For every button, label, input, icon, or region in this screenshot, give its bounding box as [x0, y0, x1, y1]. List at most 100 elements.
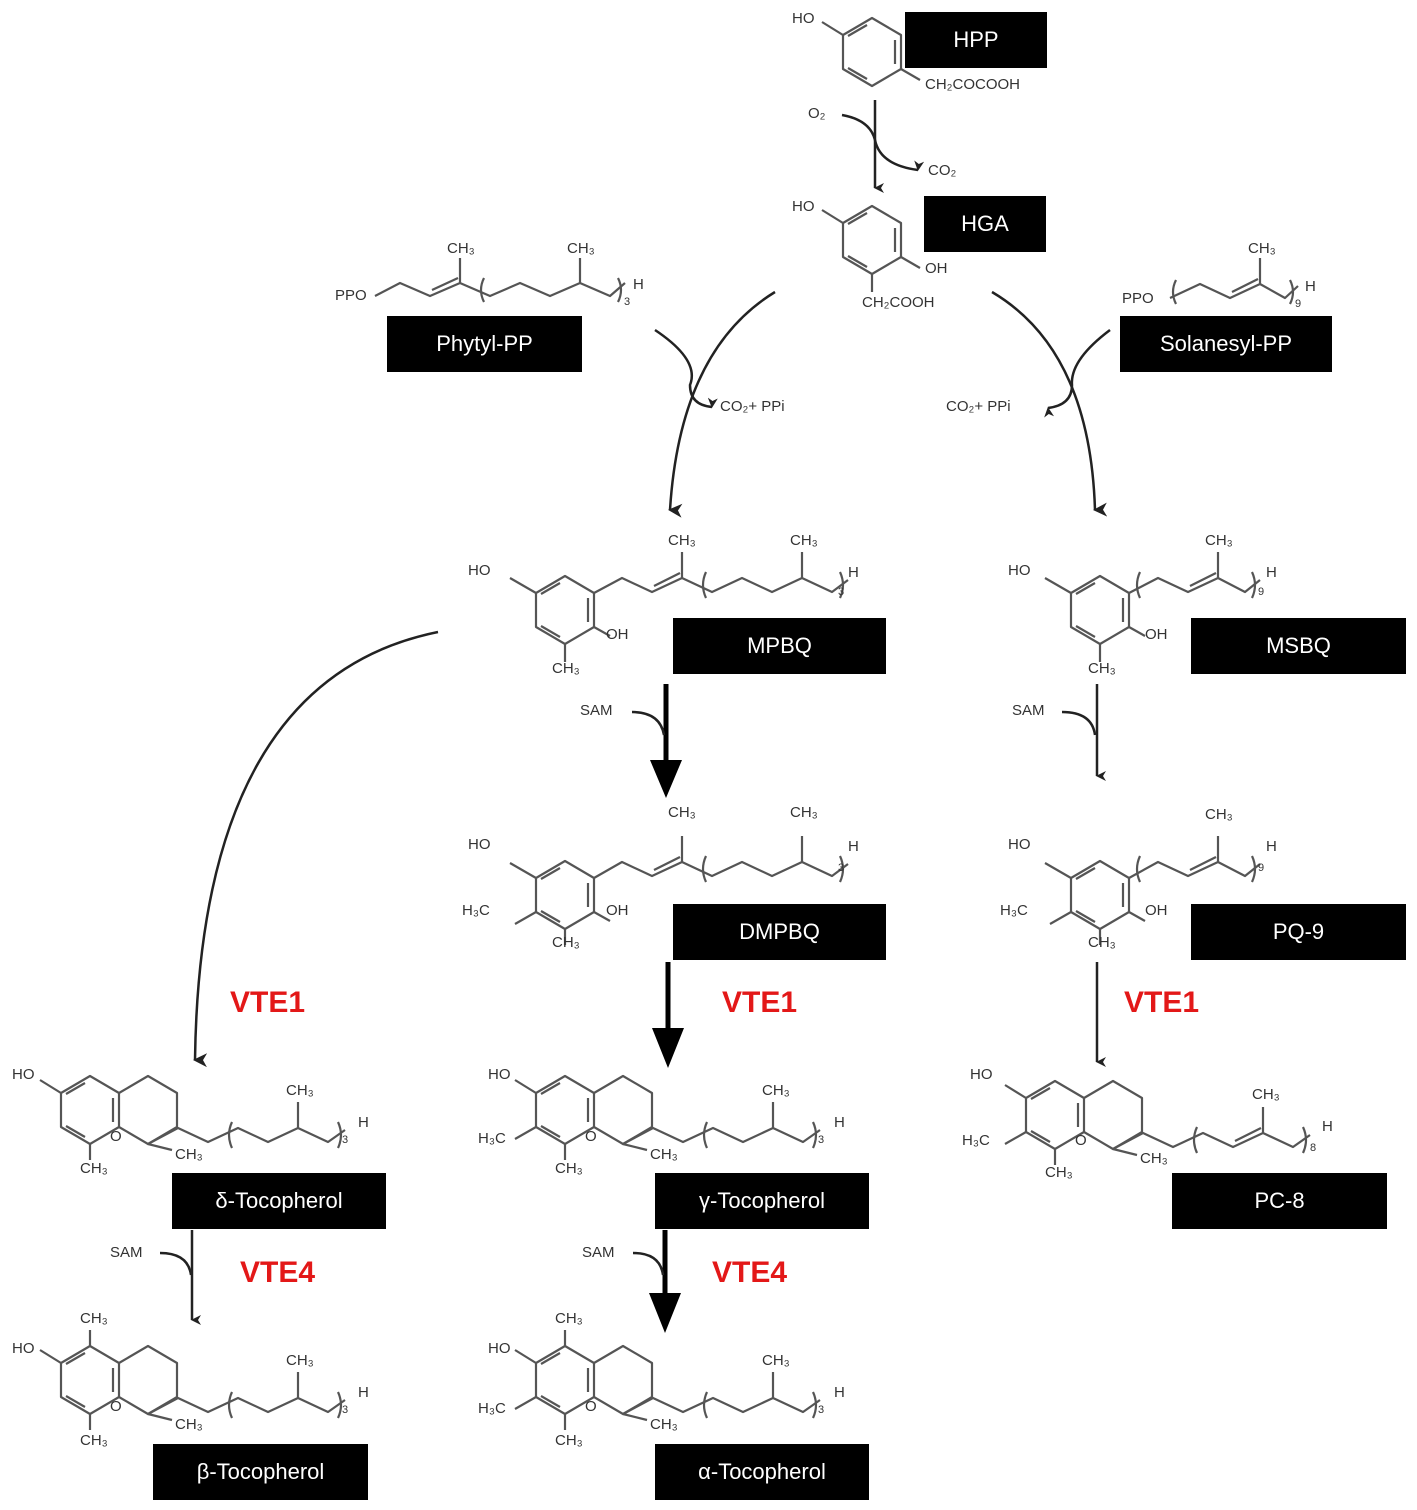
- arrow-hga-msbq: [991, 290, 1108, 517]
- pc8-ch3-c2: CH₃: [1140, 1150, 1168, 1167]
- hpp-ho: HO: [792, 10, 815, 27]
- hpp-sidechain: CH₂COCOOH: [925, 76, 1020, 93]
- alpha-ch3-ring: CH₃: [555, 1432, 583, 1449]
- label-dmpbq: DMPBQ: [673, 904, 886, 960]
- label-gamma-tocopherol: γ-Tocopherol: [655, 1173, 869, 1229]
- msbq-sub: 9: [1258, 586, 1265, 598]
- hga-sidechain: CH₂COOH: [862, 294, 935, 311]
- phytyl-ppo: PPO: [335, 287, 367, 304]
- pc8-structure: [1004, 1081, 1311, 1165]
- cofactor-co2-ppi-left: CO₂+ PPi: [720, 398, 785, 415]
- label-hpp: HPP: [905, 12, 1047, 68]
- pq9-ho: HO: [1008, 836, 1031, 853]
- arrow-hga-mpbq: [668, 290, 776, 518]
- arrow-mpbq-delta: [193, 630, 439, 1068]
- enzyme-vte4-left: VTE4: [240, 1256, 316, 1289]
- gamma-ch3-ring: CH₃: [555, 1160, 583, 1177]
- beta-ch3-ring: CH₃: [80, 1432, 108, 1449]
- arrow-phytyl-in: [654, 328, 718, 409]
- cofactor-sam-left: SAM: [110, 1244, 143, 1261]
- pq9-ch3: CH₃: [1205, 806, 1233, 823]
- enzyme-vte1-right: VTE1: [1124, 986, 1200, 1019]
- arrow-sam-mid2: [632, 1251, 665, 1276]
- pq9-ch3-ring: CH₃: [1088, 934, 1116, 951]
- gamma-h: H: [834, 1114, 845, 1131]
- label-phytyl-pp: Phytyl-PP: [387, 316, 582, 372]
- alpha-o: O: [585, 1398, 597, 1415]
- beta-sub: 3: [342, 1404, 349, 1416]
- arrow-o2-in: [841, 113, 877, 141]
- gamma-ch3-chain: CH₃: [762, 1082, 790, 1099]
- pc8-sub: 8: [1310, 1142, 1317, 1154]
- gamma-tocopherol-structure: [514, 1076, 821, 1160]
- delta-sub: 3: [342, 1134, 349, 1146]
- label-alpha-tocopherol: α-Tocopherol: [655, 1444, 869, 1500]
- pc8-ch3-ring: CH₃: [1045, 1164, 1073, 1181]
- dmpbq-sub: 3: [838, 862, 845, 874]
- beta-o: O: [110, 1398, 122, 1415]
- hpp-structure: [821, 16, 921, 88]
- phytyl-h: H: [633, 276, 644, 293]
- cofactor-o2: O₂: [808, 105, 826, 122]
- msbq-structure: [1044, 552, 1261, 662]
- delta-tocopherol-structure: [39, 1076, 346, 1160]
- label-delta-tocopherol: δ-Tocopherol: [172, 1173, 386, 1229]
- beta-ch3-chain: CH₃: [286, 1352, 314, 1369]
- pc8-h: H: [1322, 1118, 1333, 1135]
- label-beta-tocopherol: β-Tocopherol: [153, 1444, 368, 1500]
- mpbq-ch3-ring: CH₃: [552, 660, 580, 677]
- alpha-ch3-top: CH₃: [555, 1310, 583, 1327]
- cofactor-sam-mid2: SAM: [582, 1244, 615, 1261]
- dmpbq-ho: HO: [468, 836, 491, 853]
- pq9-oh: OH: [1145, 902, 1168, 919]
- solanesyl-pp-structure: [1169, 258, 1299, 305]
- delta-ch3-chain: CH₃: [286, 1082, 314, 1099]
- alpha-ch3-chain: CH₃: [762, 1352, 790, 1369]
- label-solanesyl-pp: Solanesyl-PP: [1120, 316, 1332, 372]
- dmpbq-h3c: H₃C: [462, 902, 490, 919]
- pq9-sub: 9: [1258, 862, 1265, 874]
- dmpbq-oh: OH: [606, 902, 629, 919]
- enzyme-vte4-mid: VTE4: [712, 1256, 788, 1289]
- cofactor-co2-ppi-right: CO₂+ PPi: [946, 398, 1011, 415]
- alpha-ho: HO: [488, 1340, 511, 1357]
- delta-ch3-c2: CH₃: [175, 1146, 203, 1163]
- mpbq-h: H: [848, 564, 859, 581]
- mpbq-ho: HO: [468, 562, 491, 579]
- pc8-o: O: [1075, 1132, 1087, 1149]
- arrow-sam-mid1: [631, 710, 666, 736]
- pq9-structure: [1044, 836, 1261, 945]
- dmpbq-ch3-a: CH₃: [668, 804, 696, 821]
- cofactor-sam-mid1: SAM: [580, 702, 613, 719]
- alpha-sub: 3: [818, 1404, 825, 1416]
- msbq-ho: HO: [1008, 562, 1031, 579]
- msbq-ch3-ring: CH₃: [1088, 660, 1116, 677]
- solanesyl-h: H: [1305, 278, 1316, 295]
- delta-ho: HO: [12, 1066, 35, 1083]
- beta-tocopherol-structure: [39, 1330, 346, 1430]
- alpha-h3c: H₃C: [478, 1400, 506, 1417]
- mpbq-oh: OH: [606, 626, 629, 643]
- hga-oh: OH: [925, 260, 948, 277]
- beta-ho: HO: [12, 1340, 35, 1357]
- enzyme-vte1-left: VTE1: [230, 986, 306, 1019]
- beta-ch3-top: CH₃: [80, 1310, 108, 1327]
- pc8-h3c: H₃C: [962, 1132, 990, 1149]
- cofactor-co2: CO₂: [928, 162, 957, 179]
- arrow-sam-right: [1061, 710, 1097, 736]
- label-pq9: PQ-9: [1191, 904, 1406, 960]
- hga-structure: [821, 204, 921, 292]
- msbq-h: H: [1266, 564, 1277, 581]
- solanesyl-ppo: PPO: [1122, 290, 1154, 307]
- delta-h: H: [358, 1114, 369, 1131]
- gamma-ch3-c2: CH₃: [650, 1146, 678, 1163]
- pc8-ho: HO: [970, 1066, 993, 1083]
- gamma-ho: HO: [488, 1066, 511, 1083]
- mpbq-sub: 3: [838, 586, 845, 598]
- arrow-solanesyl-in: [1044, 329, 1111, 418]
- pq9-h: H: [1266, 838, 1277, 855]
- mpbq-ch3-a: CH₃: [668, 532, 696, 549]
- label-pc8: PC-8: [1172, 1173, 1387, 1229]
- arrow-co2-out: [873, 139, 925, 172]
- delta-ch3-ring: CH₃: [80, 1160, 108, 1177]
